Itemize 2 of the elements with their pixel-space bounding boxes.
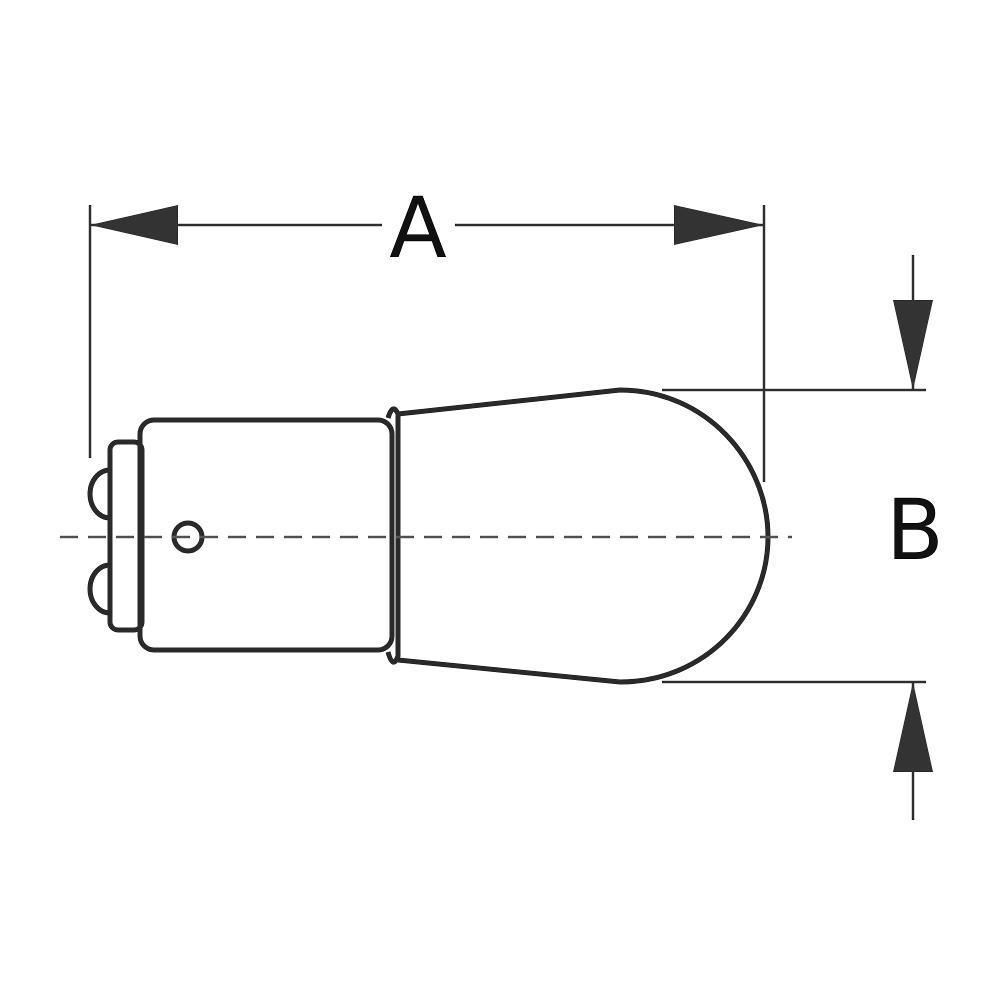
dimension-label: A bbox=[389, 186, 447, 270]
dimension-label: B bbox=[886, 488, 944, 572]
